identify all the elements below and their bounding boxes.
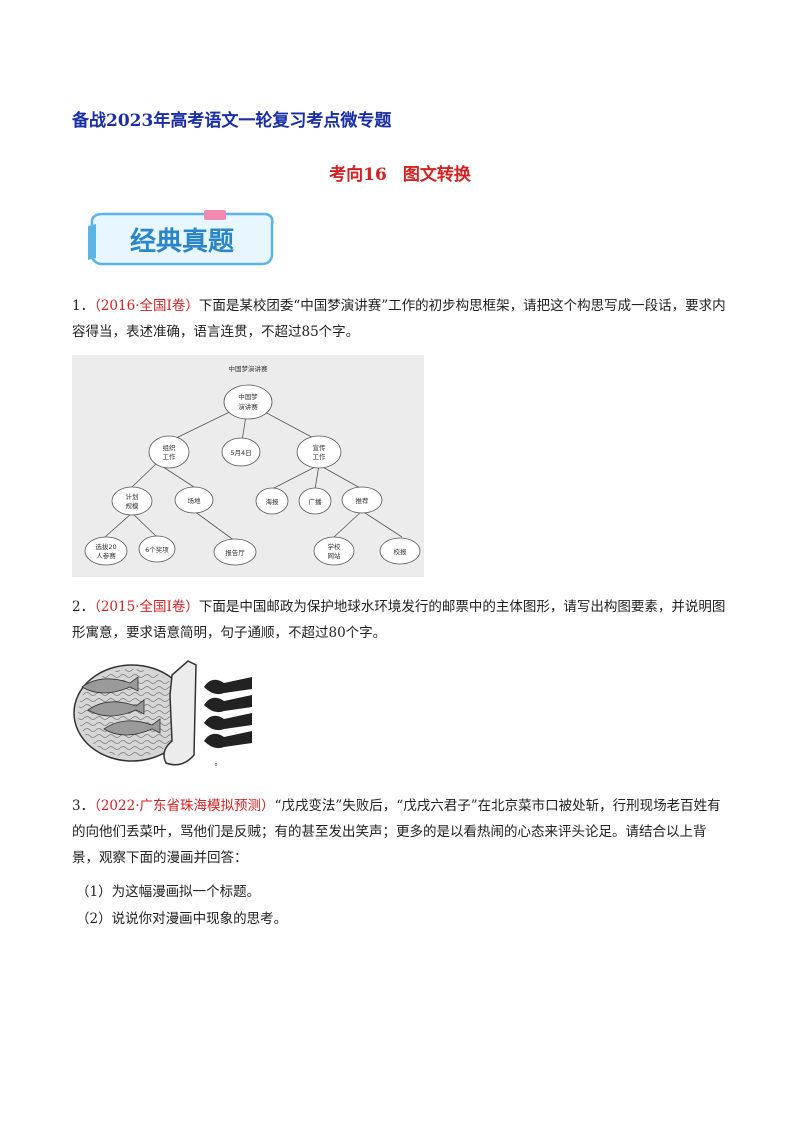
speech-contest-diagram: 中国梦演讲赛 中国梦 演讲赛 组织 工作 5月4日 宣传 工作 计划 规模 场地… <box>72 355 424 577</box>
node-plan-line2: 规模 <box>126 501 140 510</box>
document-title: 备战2023年高考语文一轮复习考点微专题 <box>72 111 392 131</box>
question-3-part-1: （1）为这幅漫画拟一个标题。 <box>76 884 261 900</box>
stamp-figure: ° <box>73 660 252 771</box>
banner-text: 经典真题 <box>130 226 234 257</box>
node-plan-line1: 计划 <box>126 492 139 501</box>
node-website-line1: 学校 <box>328 542 342 551</box>
question-text: 下面是中国邮政为保护地球水环境发行的邮票中的主体图形，请写出构图要素，并说明图形… <box>72 599 726 641</box>
node-venue: 场地 <box>188 496 202 505</box>
smoke-icon <box>204 677 252 749</box>
question-source: （2022·广东省珠海模拟预测） <box>94 798 275 814</box>
node-recommend: 推荐 <box>356 496 370 505</box>
node-publicity-line1: 宣传 <box>313 443 327 452</box>
question-number: 3． <box>72 798 95 814</box>
node-poster: 海报 <box>266 497 280 506</box>
node-newspaper: 校报 <box>394 547 408 556</box>
question-2: 2．（2015·全国Ⅰ卷）下面是中国邮政为保护地球水环境发行的邮票中的主体图形，… <box>72 594 727 646</box>
node-participants-line1: 选拔20 <box>95 542 116 551</box>
section-number: 考向16 <box>329 165 387 185</box>
node-root-line1: 中国梦 <box>238 392 258 401</box>
question-1: 1．（2016·全国Ⅰ卷）下面是某校团委“中国梦演讲赛”工作的初步构思框架，请把… <box>72 293 727 345</box>
diagram-title: 中国梦演讲赛 <box>229 364 269 373</box>
fish-icon <box>81 676 161 736</box>
node-root-line2: 演讲赛 <box>238 402 258 411</box>
question-number: 2． <box>72 599 95 615</box>
node-hall: 报告厅 <box>225 548 245 557</box>
question-source: （2015·全国Ⅰ卷） <box>94 599 199 615</box>
question-source: （2016·全国Ⅰ卷） <box>94 298 199 314</box>
clip-icon <box>204 210 226 220</box>
node-radio: 广播 <box>309 497 323 506</box>
node-date: 5月4日 <box>230 449 251 457</box>
classic-questions-banner: 经典真题 <box>88 210 274 266</box>
section-topic: 图文转换 <box>402 165 471 185</box>
node-org-line2: 工作 <box>163 452 177 461</box>
node-awards: 6个奖项 <box>145 545 169 554</box>
hand-icon <box>163 660 197 766</box>
question-text: “戊戌变法”失败后，“戊戌六君子”在北京菜市口被处斩，行刑现场老百姓有的向他们丢… <box>72 798 721 866</box>
question-number: 1． <box>72 298 95 314</box>
node-website-line2: 网站 <box>328 551 342 560</box>
question-3-part-2: （2）说说你对漫画中现象的思考。 <box>76 911 288 927</box>
question-3: 3．（2022·广东省珠海模拟预测）“戊戌变法”失败后，“戊戌六君子”在北京菜市… <box>72 793 727 871</box>
node-participants-line2: 人参赛 <box>96 551 116 560</box>
figure-marker: ° <box>214 762 218 771</box>
section-heading: 考向16 图文转换 <box>0 160 800 185</box>
node-org-line1: 组织 <box>163 443 177 452</box>
node-publicity-line2: 工作 <box>313 452 327 461</box>
question-text: 下面是某校团委“中国梦演讲赛”工作的初步构思框架，请把这个构思写成一段话，要求内… <box>72 298 726 340</box>
